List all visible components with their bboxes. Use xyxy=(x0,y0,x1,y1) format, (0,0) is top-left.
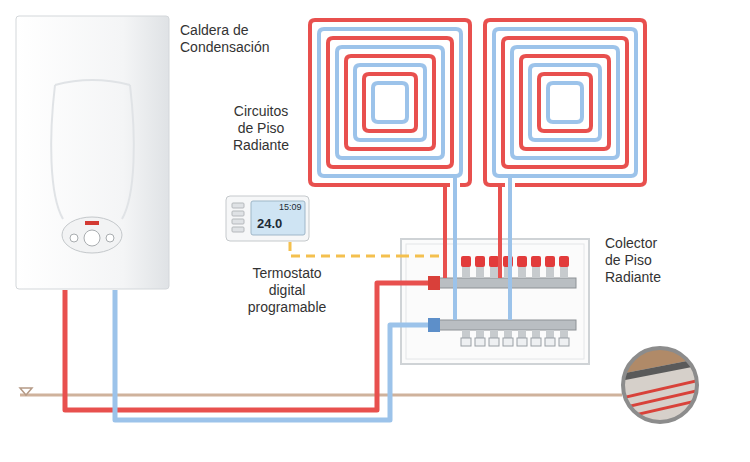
thermostat-button xyxy=(232,211,244,216)
valve-stem xyxy=(490,266,498,278)
control-knob xyxy=(84,230,100,246)
heating-loop xyxy=(355,65,425,140)
screen-reading: 24.0 xyxy=(257,217,282,231)
boiler-front xyxy=(51,85,63,219)
valve-stem xyxy=(532,266,540,278)
thermostat-button xyxy=(232,203,244,208)
control-panel xyxy=(62,217,122,253)
heating-loop xyxy=(337,47,443,158)
collector-panel xyxy=(401,239,589,364)
valve-cap xyxy=(475,338,485,346)
valve-cap xyxy=(461,256,471,267)
loop-pipe xyxy=(443,185,447,190)
screen-reading: 15:09 xyxy=(279,203,302,213)
floor-ring xyxy=(623,348,697,422)
signal-wire xyxy=(290,242,400,256)
heating-loop xyxy=(319,29,461,176)
valve-cap xyxy=(531,256,541,267)
brand-logo xyxy=(85,221,99,225)
loop-pipe xyxy=(508,238,512,320)
heating-loop xyxy=(310,20,470,185)
heating-loop xyxy=(485,20,645,185)
loop-pipe xyxy=(443,238,447,278)
collector-frame xyxy=(406,244,584,359)
floor-pipe xyxy=(622,390,700,408)
heating-loop xyxy=(346,56,434,149)
node-text: Colector de Piso Radiante xyxy=(605,235,671,286)
thermostat-body xyxy=(226,196,309,241)
valve-cap xyxy=(559,338,569,346)
loop-return-pipe xyxy=(455,190,510,238)
valve-stem xyxy=(462,266,470,278)
valve-stem xyxy=(476,266,484,278)
valve-cap xyxy=(489,338,499,346)
node-text: Circuitos de Piso Radiante xyxy=(225,103,297,154)
node-label: Circuitos de Piso Radiante xyxy=(225,103,297,154)
control-button xyxy=(70,234,78,242)
heating-loop xyxy=(521,56,609,149)
loop-pipe xyxy=(498,238,502,278)
valve-stem xyxy=(546,266,554,278)
valve-cap xyxy=(531,338,541,346)
manifold-box: Colector de Piso Radiante xyxy=(400,238,590,365)
boiler-front xyxy=(55,80,130,85)
heating-loop xyxy=(364,74,416,131)
spirals-art xyxy=(305,15,650,190)
valve-cap xyxy=(489,256,499,267)
floor-section xyxy=(620,340,702,427)
node-label: Termostato digital programable xyxy=(237,265,337,316)
loop-pipe xyxy=(453,238,457,320)
return-manifold xyxy=(436,320,576,330)
valve-cap xyxy=(559,256,569,267)
level-marker xyxy=(20,388,32,395)
thermostat-button xyxy=(232,219,244,224)
signal-wire xyxy=(400,255,440,258)
boiler-unit: Caldera de Condensación xyxy=(15,15,170,290)
heating-loop xyxy=(494,29,636,176)
loop-pipe xyxy=(453,176,457,190)
valve-cap xyxy=(475,256,485,267)
boiler-body xyxy=(16,16,169,289)
node-label: Colector de Piso Radiante xyxy=(605,235,671,286)
valve-cap xyxy=(545,256,555,267)
node-text: Termostato digital programable xyxy=(237,265,337,316)
valve-stem xyxy=(518,266,526,278)
node-label: Caldera de Condensación xyxy=(180,22,292,56)
collector-art xyxy=(400,238,590,365)
thermostat-screen xyxy=(251,201,305,235)
heating-loop xyxy=(373,83,407,122)
thermostat-button xyxy=(232,227,244,232)
floor-heating-circuits: Circuitos de Piso Radiante xyxy=(305,15,650,190)
heating-loop xyxy=(512,47,618,158)
heating-loop xyxy=(548,83,582,122)
valve-cap xyxy=(461,338,471,346)
valve-cap xyxy=(503,338,513,346)
supply-valve xyxy=(428,276,440,290)
heating-loop xyxy=(328,38,452,167)
valve-cap xyxy=(545,338,555,346)
boiler-art xyxy=(15,15,170,290)
valve-cap xyxy=(517,256,527,267)
floor-line xyxy=(20,394,622,397)
heating-loop xyxy=(530,65,600,140)
loop-pipe xyxy=(508,176,512,190)
valve-cap xyxy=(517,338,527,346)
floor-pipe xyxy=(622,380,700,398)
node-text: Caldera de Condensación xyxy=(180,22,292,56)
boiler-front xyxy=(122,85,134,219)
heating-loop xyxy=(503,38,627,167)
control-button xyxy=(106,234,114,242)
heating-loop xyxy=(539,74,591,131)
valve-stem xyxy=(560,266,568,278)
loop-pipe xyxy=(498,185,502,190)
return-valve xyxy=(428,318,440,332)
